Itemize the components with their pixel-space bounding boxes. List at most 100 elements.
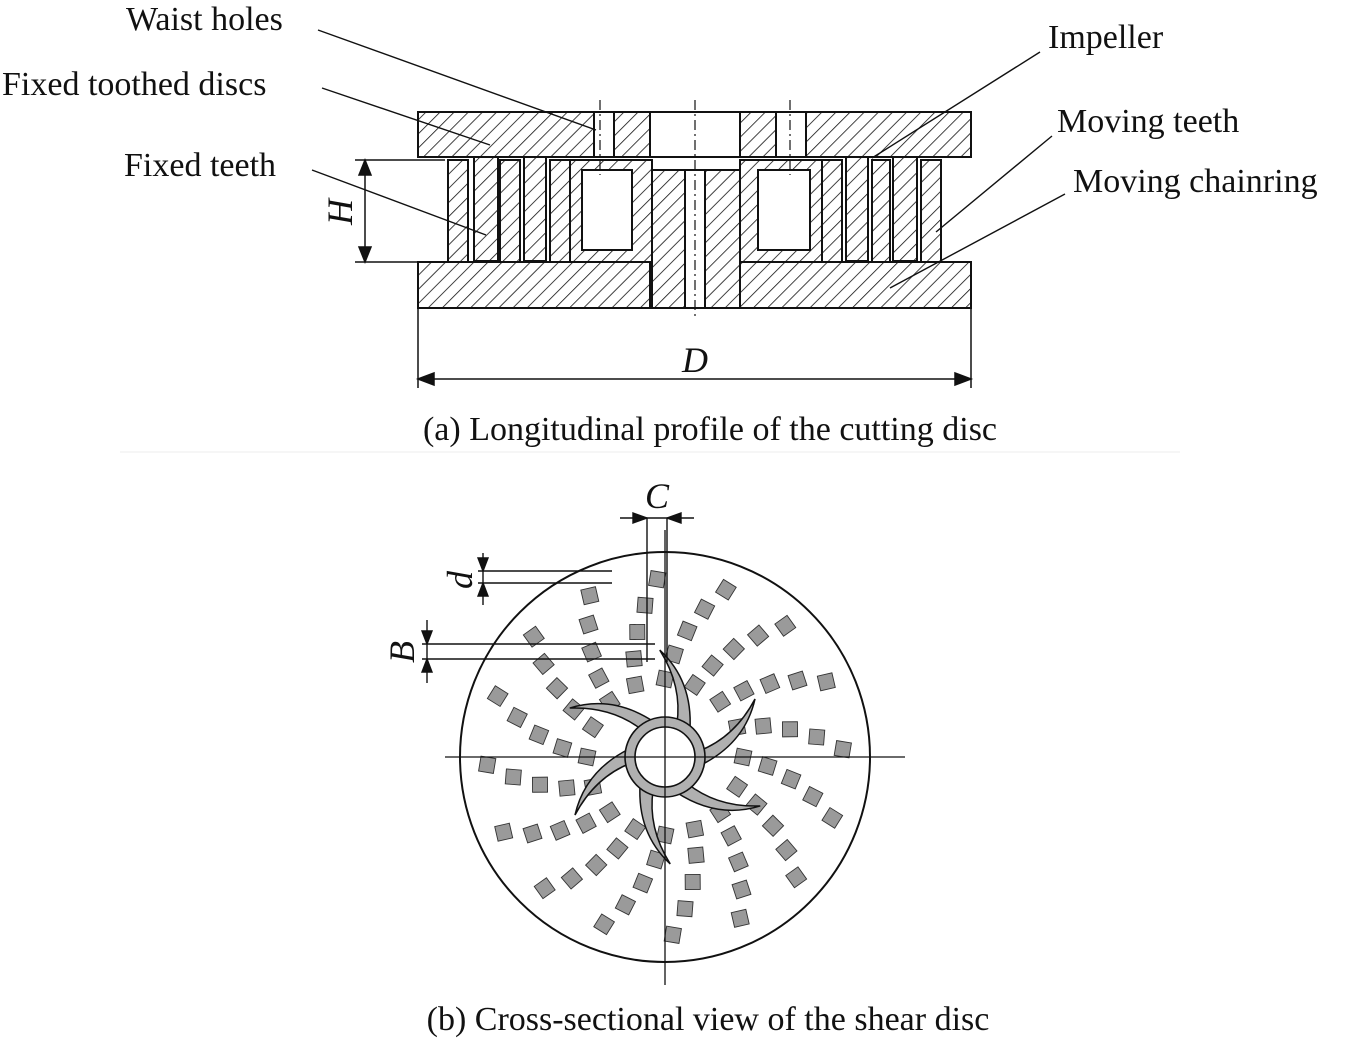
shear-tooth: [578, 614, 599, 635]
fixed-teeth: [473, 156, 918, 262]
shear-tooth: [575, 812, 597, 834]
b-dimension: [420, 620, 655, 683]
shear-tooth: [648, 570, 667, 589]
shear-tooth: [761, 814, 785, 838]
shear-tooth: [636, 596, 654, 614]
shear-tooth: [759, 673, 781, 695]
height-label: H: [320, 197, 360, 226]
caption-a: (a) Longitudinal profile of the cutting …: [423, 411, 997, 448]
diameter-dimension: [415, 308, 974, 388]
shear-tooth: [816, 672, 836, 692]
shear-tooth: [781, 721, 799, 738]
shear-tooth: [808, 728, 826, 746]
shear-tooth: [588, 667, 610, 689]
shear-tooth: [632, 872, 654, 894]
shear-tooth: [833, 740, 852, 759]
shear-tooth: [558, 779, 576, 797]
b-label: B: [382, 641, 422, 663]
center-lines: [599, 100, 791, 320]
shear-tooth: [531, 776, 549, 793]
shear-tooth: [478, 755, 497, 774]
shear-tooth: [730, 908, 750, 928]
shear-tooth: [787, 670, 808, 691]
shear-tooth: [504, 768, 522, 786]
shear-tooth: [486, 685, 509, 708]
moving-chainring: [417, 261, 972, 309]
shear-tooth: [746, 624, 770, 647]
shear-tooth: [581, 716, 604, 739]
longitudinal-profile: H D Waist holes Fixed toothed discs Fixe…: [2, 1, 1318, 448]
shear-tooth: [731, 879, 752, 900]
impeller: [569, 159, 823, 309]
diameter-label: D: [681, 340, 708, 380]
c-label: C: [645, 476, 670, 516]
impeller-blade: [574, 747, 632, 816]
shear-tooth: [593, 913, 616, 936]
shear-tooth: [727, 851, 749, 873]
shear-tooth: [584, 853, 608, 877]
shear-tooth: [598, 801, 621, 824]
shear-tooth: [754, 717, 772, 735]
shear-tooth: [720, 825, 742, 847]
shear-tooth: [522, 823, 543, 844]
label-waist-holes: Waist holes: [126, 1, 283, 38]
shear-tooth: [625, 675, 645, 695]
shear-tooth: [545, 676, 569, 700]
shear-disc-teeth: [478, 570, 852, 944]
c-dimension: [620, 512, 694, 662]
shear-tooth: [785, 866, 808, 889]
impeller-blade: [639, 783, 671, 865]
shear-tooth: [802, 785, 824, 808]
shear-tooth: [714, 578, 737, 601]
shear-tooth: [494, 822, 514, 842]
axis-lines: [445, 530, 905, 985]
shear-tooth: [684, 873, 701, 891]
shear-tooth: [676, 900, 694, 918]
impeller-blade: [659, 649, 691, 731]
label-fixed-toothed-discs: Fixed toothed discs: [2, 66, 266, 103]
shear-tooth: [726, 775, 749, 798]
shear-tooth: [733, 680, 755, 702]
shear-tooth: [821, 806, 844, 829]
shear-tooth: [580, 586, 600, 606]
label-moving-chainring: Moving chainring: [1073, 163, 1318, 200]
fixed-toothed-disc: [417, 111, 972, 158]
shear-tooth: [663, 925, 682, 944]
caption-b: (b) Cross-sectional view of the shear di…: [427, 1001, 990, 1038]
shear-tooth: [722, 637, 746, 661]
height-dimension: [355, 157, 445, 265]
shear-tooth: [774, 614, 797, 637]
shear-tooth: [683, 673, 706, 696]
shear-tooth: [533, 877, 556, 900]
shear-tooth: [693, 598, 716, 620]
shear-tooth: [685, 819, 705, 839]
shear-tooth: [606, 837, 629, 860]
moving-teeth: [447, 159, 942, 263]
leader-lines: [311, 29, 1066, 289]
shear-tooth: [775, 838, 798, 862]
d-label: d: [440, 570, 480, 589]
impeller-blade: [698, 698, 756, 767]
label-impeller: Impeller: [1048, 19, 1164, 56]
shear-tooth: [709, 690, 732, 713]
shear-tooth: [629, 623, 646, 641]
shear-tooth: [552, 738, 573, 758]
shear-tooth: [745, 793, 768, 816]
label-fixed-teeth: Fixed teeth: [124, 147, 276, 184]
shear-tooth: [562, 698, 585, 721]
shear-tooth: [549, 819, 571, 841]
shear-tooth: [506, 706, 528, 729]
shear-tooth: [560, 867, 584, 890]
shear-tooth: [676, 620, 698, 642]
shear-tooth: [780, 768, 802, 790]
cross-section: C d B (b) Cross-sectional view of the sh…: [382, 476, 989, 1038]
shear-tooth: [757, 756, 778, 776]
shear-tooth: [522, 625, 545, 648]
shear-tooth: [614, 894, 637, 916]
label-moving-teeth: Moving teeth: [1057, 103, 1239, 140]
shear-tooth: [624, 818, 647, 841]
shear-tooth: [701, 654, 724, 677]
shear-tooth: [687, 846, 705, 864]
shear-tooth: [528, 724, 550, 746]
